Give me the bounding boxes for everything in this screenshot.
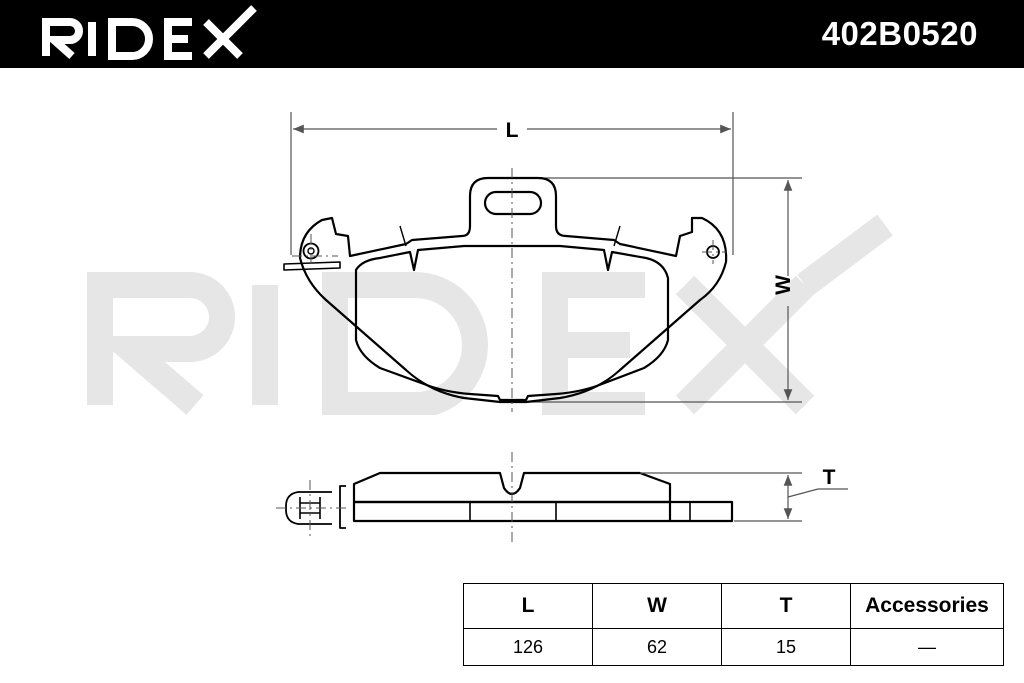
ridex-watermark (87, 215, 893, 415)
header-accessories: Accessories (850, 583, 1004, 629)
spec-table-header-row: L W T Accessories (463, 583, 1004, 629)
ridex-logo (42, 5, 257, 60)
value-width: 62 (592, 628, 722, 666)
brake-pad-drawing: L W (276, 112, 848, 545)
center-lines-front (292, 168, 726, 412)
spec-table-value-row: 126 62 15 — (463, 628, 1004, 666)
header-bar: 402B0520 (0, 0, 1024, 68)
value-length: 126 (463, 628, 593, 666)
part-number: 402B0520 (821, 15, 978, 52)
value-accessories: — (850, 628, 1004, 666)
pad-side-view (285, 471, 734, 529)
dim-label-thickness: T (823, 466, 836, 489)
header-thickness: T (721, 583, 851, 629)
dim-label-length: L (506, 119, 519, 142)
center-lines-side (276, 452, 513, 545)
header-length: L (463, 583, 593, 629)
dimension-thickness (640, 472, 848, 522)
spec-table: L W T Accessories 126 62 15 — (463, 583, 1004, 666)
pad-front-view (283, 176, 728, 404)
dimension-width (512, 177, 802, 403)
dimension-length (290, 112, 734, 255)
dim-label-width: W (772, 275, 795, 295)
header-width: W (592, 583, 722, 629)
value-thickness: 15 (721, 628, 851, 666)
